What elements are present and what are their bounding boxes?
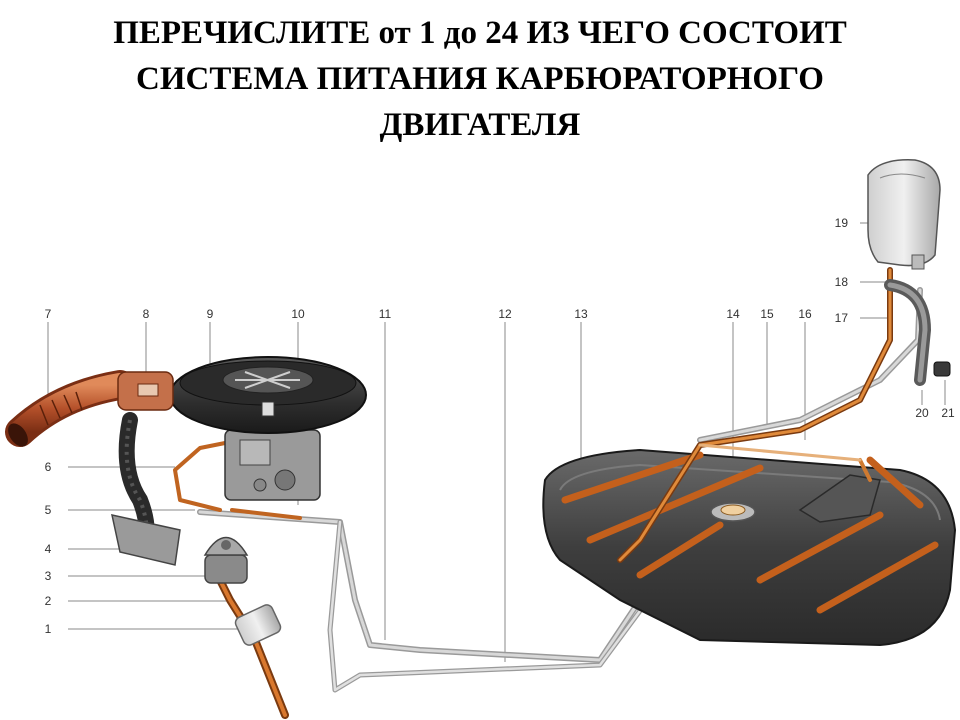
callout-9: 9 xyxy=(207,307,214,321)
callout-16: 16 xyxy=(798,307,812,321)
title-line-1: ПЕРЕЧИСЛИТЕ от 1 до 24 ИЗ ЧЕГО СОСТОИТ xyxy=(113,15,847,51)
callout-17: 17 xyxy=(835,311,849,325)
page-title: ПЕРЕЧИСЛИТЕ от 1 до 24 ИЗ ЧЕГО СОСТОИТ С… xyxy=(0,10,960,148)
fuel-filter xyxy=(234,604,282,646)
callout-5: 5 xyxy=(45,503,52,517)
vapour-separator xyxy=(867,159,941,270)
callout-1: 1 xyxy=(45,622,52,636)
air-filter xyxy=(169,356,367,434)
callout-7: 7 xyxy=(45,307,52,321)
air-intake xyxy=(5,370,174,447)
callout-4: 4 xyxy=(45,542,52,556)
callout-18: 18 xyxy=(835,275,849,289)
fuel-pump xyxy=(203,536,249,584)
callout-20: 20 xyxy=(915,406,929,420)
callout-3: 3 xyxy=(45,569,52,583)
filler-neck xyxy=(884,279,932,386)
callout-8: 8 xyxy=(143,307,150,321)
callout-13: 13 xyxy=(574,307,588,321)
callout-2: 2 xyxy=(45,594,52,608)
check-valve xyxy=(933,361,951,377)
callout-labels: 7 8 9 10 11 12 13 14 15 16 17 18 19 20 2… xyxy=(45,216,955,636)
fuel-tank xyxy=(542,448,957,647)
carburetor xyxy=(224,429,321,501)
callout-11: 11 xyxy=(379,307,392,321)
callout-19: 19 xyxy=(835,216,849,230)
callout-21: 21 xyxy=(941,406,955,420)
title-line-2: СИСТЕМА ПИТАНИЯ КАРБЮРАТОРНОГО xyxy=(136,61,824,97)
callout-12: 12 xyxy=(498,307,512,321)
callout-6: 6 xyxy=(45,460,52,474)
title-line-3: ДВИГАТЕЛЯ xyxy=(379,107,581,143)
callout-15: 15 xyxy=(760,307,774,321)
callout-10: 10 xyxy=(291,307,305,321)
callout-14: 14 xyxy=(726,307,740,321)
warm-air-hose xyxy=(111,412,181,566)
